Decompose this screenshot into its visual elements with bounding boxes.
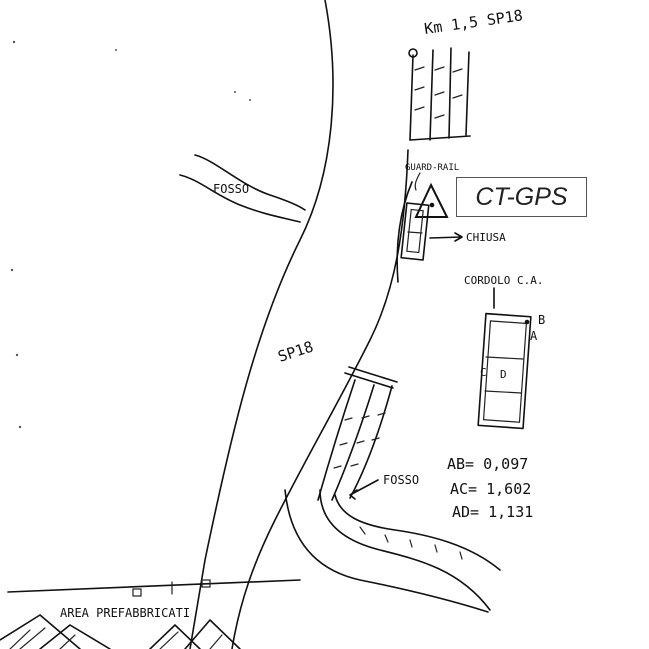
chiusa-structure (400, 202, 430, 261)
ditch-lower (284, 489, 501, 613)
cordolo-rectangle (477, 312, 532, 430)
area-hatching (0, 614, 241, 649)
paper-dots (10, 40, 251, 429)
km-marker-point (408, 48, 418, 58)
point-c-label: C (480, 366, 487, 379)
chiusa-label: CHIUSA (466, 231, 506, 244)
road-edge-left (189, 0, 334, 649)
fosso-upper-label: FOSSO (213, 182, 249, 196)
area-label: AREA PREFABBRICATI (60, 606, 190, 620)
ditch-upper (179, 154, 306, 223)
benchmark-dot (429, 202, 435, 208)
road-edge-right (231, 149, 409, 649)
road-label: SP18 (276, 338, 316, 366)
fosso-lower-label: FOSSO (383, 473, 419, 487)
guard-rail-label: GUARD-RAIL (405, 163, 459, 173)
fosso-lower-arrow (349, 479, 379, 500)
point-b-label: B (538, 313, 545, 327)
guard-rail-arrow (414, 172, 421, 191)
point-d-label: D (500, 368, 507, 381)
point-b-marker (524, 319, 530, 325)
fence-line (7, 579, 301, 597)
km-label: Km 1,5 SP18 (423, 6, 524, 38)
measurement-ab: AB= 0,097 (447, 455, 528, 473)
arrow-right-icon (429, 232, 463, 242)
point-a-label: A (530, 329, 538, 343)
cordolo-label: CORDOLO C.A. (464, 274, 543, 287)
ct-gps-label-box: CT-GPS (456, 177, 587, 217)
guard-rail-line (396, 181, 413, 283)
measurement-ad: AD= 1,131 (452, 503, 533, 521)
roadside-strips-top (409, 47, 471, 141)
ct-gps-label: CT-GPS (475, 182, 568, 211)
triangle-benchmark-icon (414, 182, 449, 218)
measurement-ac: AC= 1,602 (450, 480, 531, 498)
roadside-strips-lower (317, 366, 398, 501)
